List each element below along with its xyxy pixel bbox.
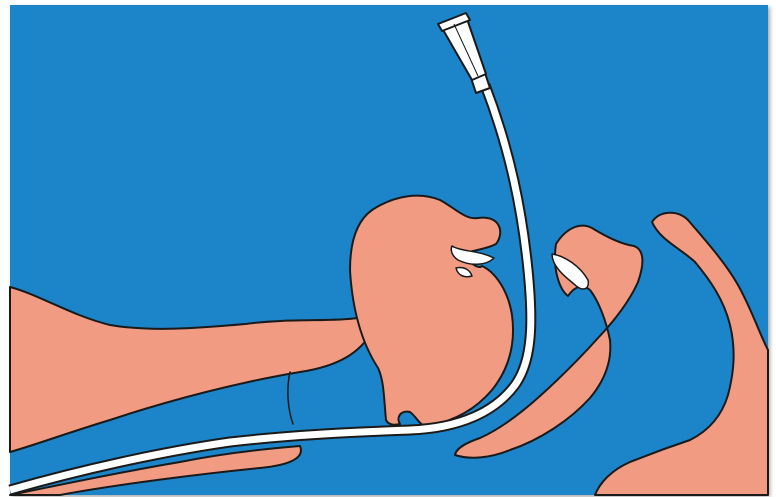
illustration-canvas [0,0,776,497]
medical-illustration [0,0,776,497]
